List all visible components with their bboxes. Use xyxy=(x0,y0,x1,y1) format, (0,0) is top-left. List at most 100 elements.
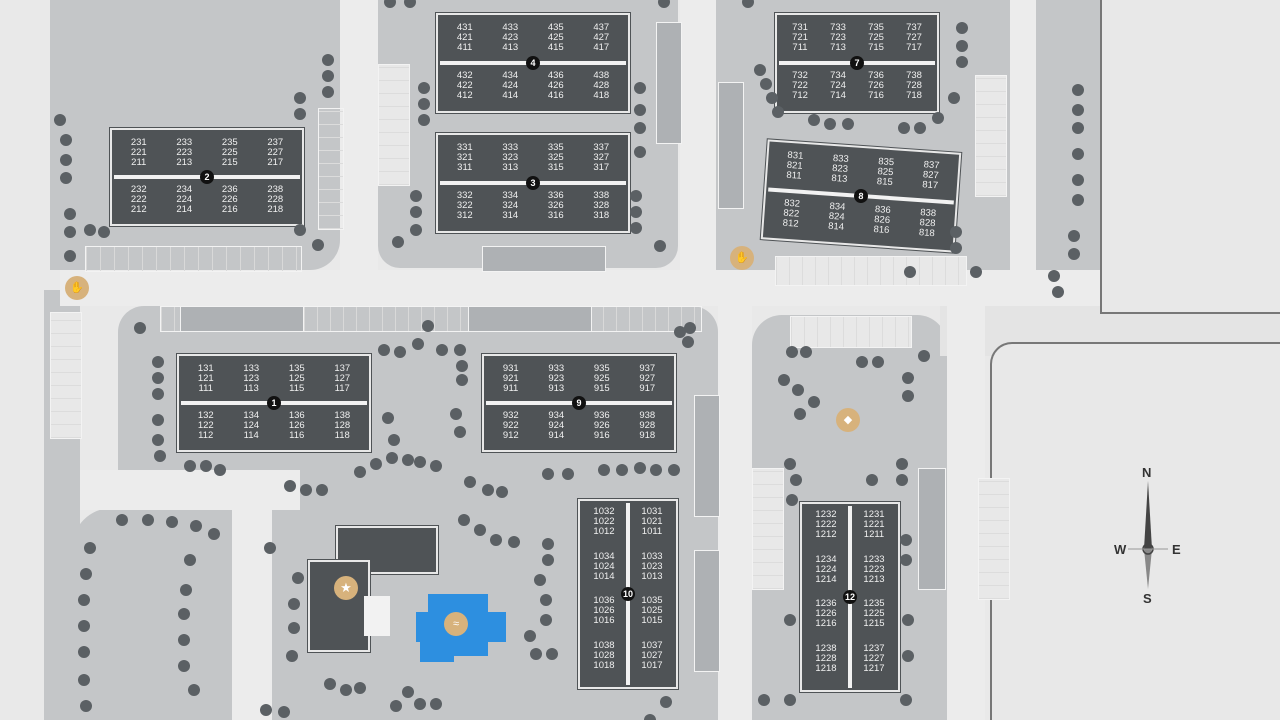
parking-stalls xyxy=(50,312,82,439)
building-number-badge[interactable]: 7 xyxy=(850,56,864,70)
tree-icon xyxy=(154,450,166,462)
building-number-badge[interactable]: 2 xyxy=(200,170,214,184)
dog-park-icon[interactable]: ◆ xyxy=(836,408,860,432)
building-number-badge[interactable]: 9 xyxy=(572,396,586,410)
pool[interactable] xyxy=(420,636,454,662)
pool-swim-icon[interactable]: ≈ xyxy=(444,612,468,636)
building-number-badge[interactable]: 1 xyxy=(267,396,281,410)
clubhouse-building[interactable] xyxy=(308,560,370,652)
trash-hand-icon[interactable]: ✋ xyxy=(65,276,89,300)
amenity-star-icon[interactable]: ★ xyxy=(334,576,358,600)
parking-stalls xyxy=(694,395,720,517)
trash-hand-icon[interactable]: ✋ xyxy=(730,246,754,270)
building-number-badge[interactable]: 8 xyxy=(853,188,869,204)
building-number-badge[interactable]: 10 xyxy=(621,587,635,601)
building-number-badge[interactable]: 4 xyxy=(526,56,540,70)
building-number-badge[interactable]: 12 xyxy=(843,590,857,604)
building-number-badge[interactable]: 3 xyxy=(526,176,540,190)
